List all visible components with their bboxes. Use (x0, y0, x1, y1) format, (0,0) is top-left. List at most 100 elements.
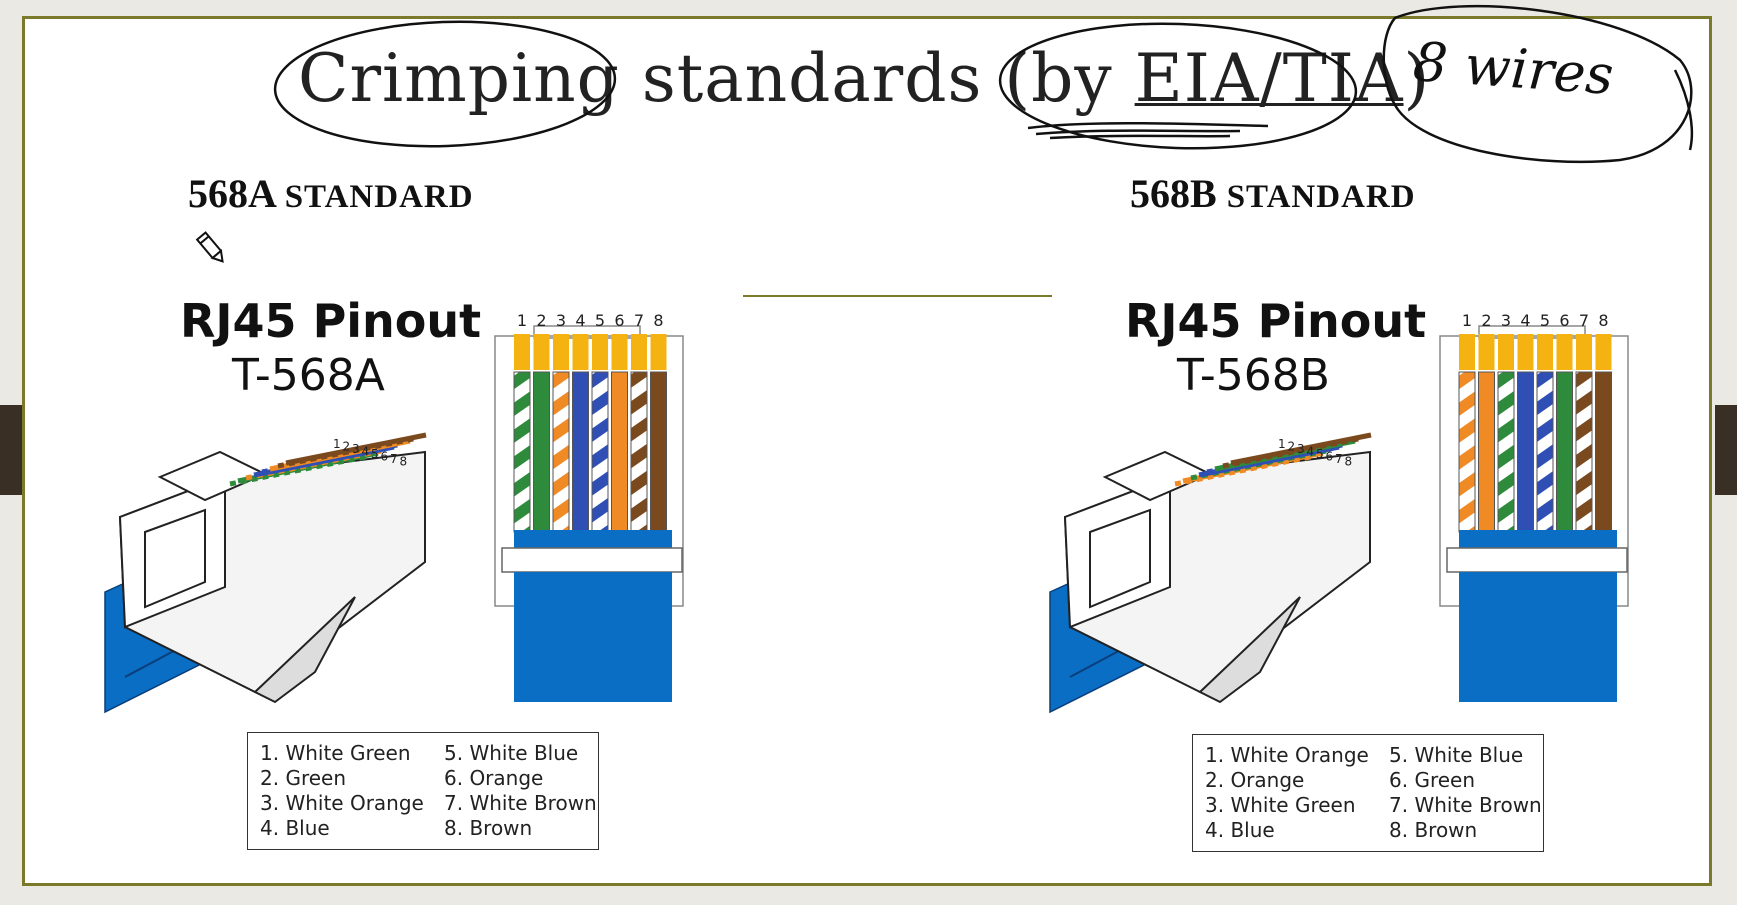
legend-item: 1. White Orange (1205, 743, 1369, 767)
gold-pin (572, 334, 589, 370)
pin-number: 7 (634, 311, 644, 330)
plug-pin-number: 8 (1345, 455, 1353, 469)
gold-pin (631, 334, 647, 370)
legend-item: 2. Green (260, 766, 347, 790)
legend-item: 5. White Blue (1389, 743, 1524, 767)
wire-conductor (1595, 371, 1612, 533)
pin-number: 4 (1520, 311, 1530, 330)
legend-item: 3. White Green (1205, 793, 1356, 817)
plug-pin-number: 5 (371, 447, 379, 461)
legend-item: 2. Orange (1205, 768, 1305, 792)
heading-568b: 568B STANDARD (1130, 170, 1416, 217)
plug-pin-number: 1 (333, 437, 341, 451)
gold-pin (1556, 334, 1573, 370)
wire-conductor (1575, 371, 1593, 533)
pin-number: 1 (1462, 311, 1472, 330)
gold-pin (1595, 334, 1612, 370)
plug-pin-number: 5 (1316, 447, 1324, 461)
gold-pin (1517, 334, 1534, 370)
gold-pin (533, 334, 550, 370)
wire-conductor (572, 371, 589, 533)
legend-item: 4. Blue (1205, 818, 1275, 842)
left-edge-tab (0, 405, 22, 495)
pin-number: 5 (1540, 311, 1550, 330)
pinout-title: RJ45 Pinout (180, 294, 482, 348)
heading-568a-word: STANDARD (284, 179, 474, 215)
pinout-subtitle: T-568A (232, 350, 385, 401)
legend-item: 1. White Green (260, 741, 411, 765)
legend-item: 7. White Brown (444, 791, 597, 815)
wire-conductor (650, 371, 667, 533)
plug-wire (1230, 432, 1372, 466)
wire-conductor (591, 371, 609, 533)
wire-conductor (552, 371, 570, 533)
title-middle: standards (by (619, 40, 1135, 117)
legend-item: 6. Orange (444, 766, 544, 790)
gold-pin (553, 334, 569, 370)
heading-568a: 568A STANDARD (188, 170, 474, 217)
plug-opening (144, 508, 206, 609)
pinout-title: RJ45 Pinout (1125, 294, 1427, 348)
plug-pin-number: 1 (1278, 437, 1286, 451)
legend-item: 6. Green (1389, 768, 1476, 792)
cable-jacket (514, 572, 672, 702)
wire-conductor (1497, 371, 1515, 533)
pinout-subtitle: T-568B (1177, 350, 1330, 401)
plug-latch-clip (253, 596, 356, 704)
gold-pin (1537, 334, 1553, 370)
wire-conductor (1517, 371, 1534, 533)
pin-number: 4 (575, 311, 585, 330)
legend-item: 3. White Orange (260, 791, 424, 815)
plug-pin-number: 3 (1297, 442, 1305, 456)
slide-title: Crimping standards (by EIA/TIA) (298, 40, 1430, 117)
pin-number: 7 (1579, 311, 1589, 330)
wire-conductor (1458, 371, 1476, 533)
pin-number: 3 (1501, 311, 1511, 330)
wire-conductor (611, 371, 628, 533)
gold-pin (1459, 334, 1475, 370)
center-divider (743, 295, 1052, 297)
legend-item: 5. White Blue (444, 741, 579, 765)
pin-number: 8 (1598, 311, 1608, 330)
gold-pin (650, 334, 667, 370)
plug-pin-number: 3 (352, 442, 360, 456)
pin-number: 1 (517, 311, 527, 330)
cable-jacket-top (514, 530, 672, 550)
title-eia-tia: EIA/TIA (1134, 40, 1404, 117)
strain-relief-bar (1446, 547, 1628, 573)
heading-568b-word: STANDARD (1226, 179, 1416, 215)
gold-pin (1498, 334, 1514, 370)
right-edge-tab (1715, 405, 1737, 495)
gold-pin (592, 334, 608, 370)
title-close: ) (1403, 40, 1431, 117)
gold-pin (514, 334, 530, 370)
title-word-crimping: Crimping (298, 40, 620, 117)
strain-relief-bar (501, 547, 683, 573)
pin-number: 6 (614, 311, 624, 330)
heading-568a-number: 568A (188, 171, 275, 216)
wire-conductor (1536, 371, 1554, 533)
pin-number: 2 (536, 311, 546, 330)
plug-pin-number: 4 (362, 445, 370, 459)
pin-number: 3 (556, 311, 566, 330)
plug-latch-clip (1198, 596, 1301, 704)
plug-pin-number: 2 (1288, 440, 1296, 454)
legend-item: 8. Brown (444, 816, 533, 840)
plug-opening (1089, 508, 1151, 609)
plug-pin-number: 7 (1335, 452, 1343, 466)
gold-pin (611, 334, 628, 370)
pin-number: 2 (1481, 311, 1491, 330)
plug-pin-number: 7 (390, 452, 398, 466)
pin-number: 8 (653, 311, 663, 330)
gold-pin (1576, 334, 1592, 370)
heading-568b-number: 568B (1130, 171, 1217, 216)
pen-cursor-icon (195, 231, 224, 263)
wire-conductor (1556, 371, 1573, 533)
plug-pin-number: 6 (1326, 450, 1334, 464)
gold-pin (1478, 334, 1495, 370)
